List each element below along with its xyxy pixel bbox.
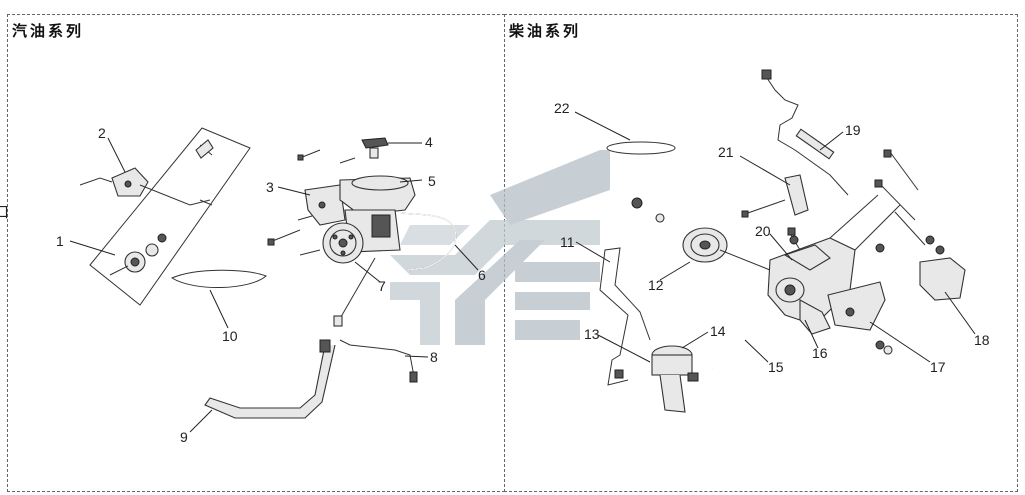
side-mark: 口: [0, 203, 10, 221]
label-part-2: 2: [98, 125, 106, 141]
part-10-belt: [170, 269, 267, 289]
label-part-14: 14: [710, 323, 726, 339]
part-6-hose: [399, 212, 457, 271]
label-part-10: 10: [222, 328, 238, 344]
part-3-bracket: [304, 184, 346, 226]
part-2-bracket: [79, 167, 211, 206]
part-12-pulley: [682, 227, 728, 263]
watermark-logo: [390, 150, 610, 345]
label-part-18: 18: [974, 332, 990, 348]
label-part-7: 7: [378, 278, 386, 294]
part-11-pipe: [599, 247, 651, 386]
label-part-15: 15: [768, 359, 784, 375]
gasoline-series-title: 汽油系列: [12, 22, 85, 40]
bolts-left: [267, 149, 356, 256]
label-part-20: 20: [755, 223, 771, 239]
part-19-pipe: [761, 69, 849, 196]
part-7-pulley: [322, 222, 364, 264]
label-part-11: 11: [560, 234, 575, 250]
part-15-hose: [711, 317, 753, 369]
part-4-cap: [361, 137, 389, 159]
nuts-right: [631, 197, 893, 355]
label-part-21: 21: [718, 144, 734, 160]
label-part-5: 5: [428, 173, 436, 189]
part-14-clamp: [687, 372, 699, 382]
label-part-13: 13: [584, 326, 600, 342]
label-part-6: 6: [478, 267, 486, 283]
label-part-22: 22: [554, 100, 570, 116]
label-part-3: 3: [266, 179, 274, 195]
label-part-8: 8: [430, 349, 438, 365]
label-part-16: 16: [812, 345, 828, 361]
label-part-9: 9: [180, 429, 188, 445]
part-21-bracket: [741, 174, 809, 218]
leader-lines: [69, 111, 976, 433]
label-part-19: 19: [845, 122, 861, 138]
diesel-series-panel: [504, 14, 1018, 492]
part-22-belt: [606, 141, 676, 155]
label-part-4: 4: [425, 134, 433, 150]
label-part-17: 17: [930, 359, 946, 375]
part-17-bracket: [827, 281, 886, 350]
label-part-1: 1: [56, 233, 64, 249]
diesel-series-title: 柴油系列: [509, 22, 582, 40]
part-8-line: [339, 339, 418, 383]
part-9-hose: [204, 339, 336, 419]
part-1-kit: [89, 127, 251, 306]
label-part-12: 12: [648, 277, 664, 293]
part-13-reservoir: [614, 345, 693, 413]
part-18-bracket: [874, 149, 966, 301]
